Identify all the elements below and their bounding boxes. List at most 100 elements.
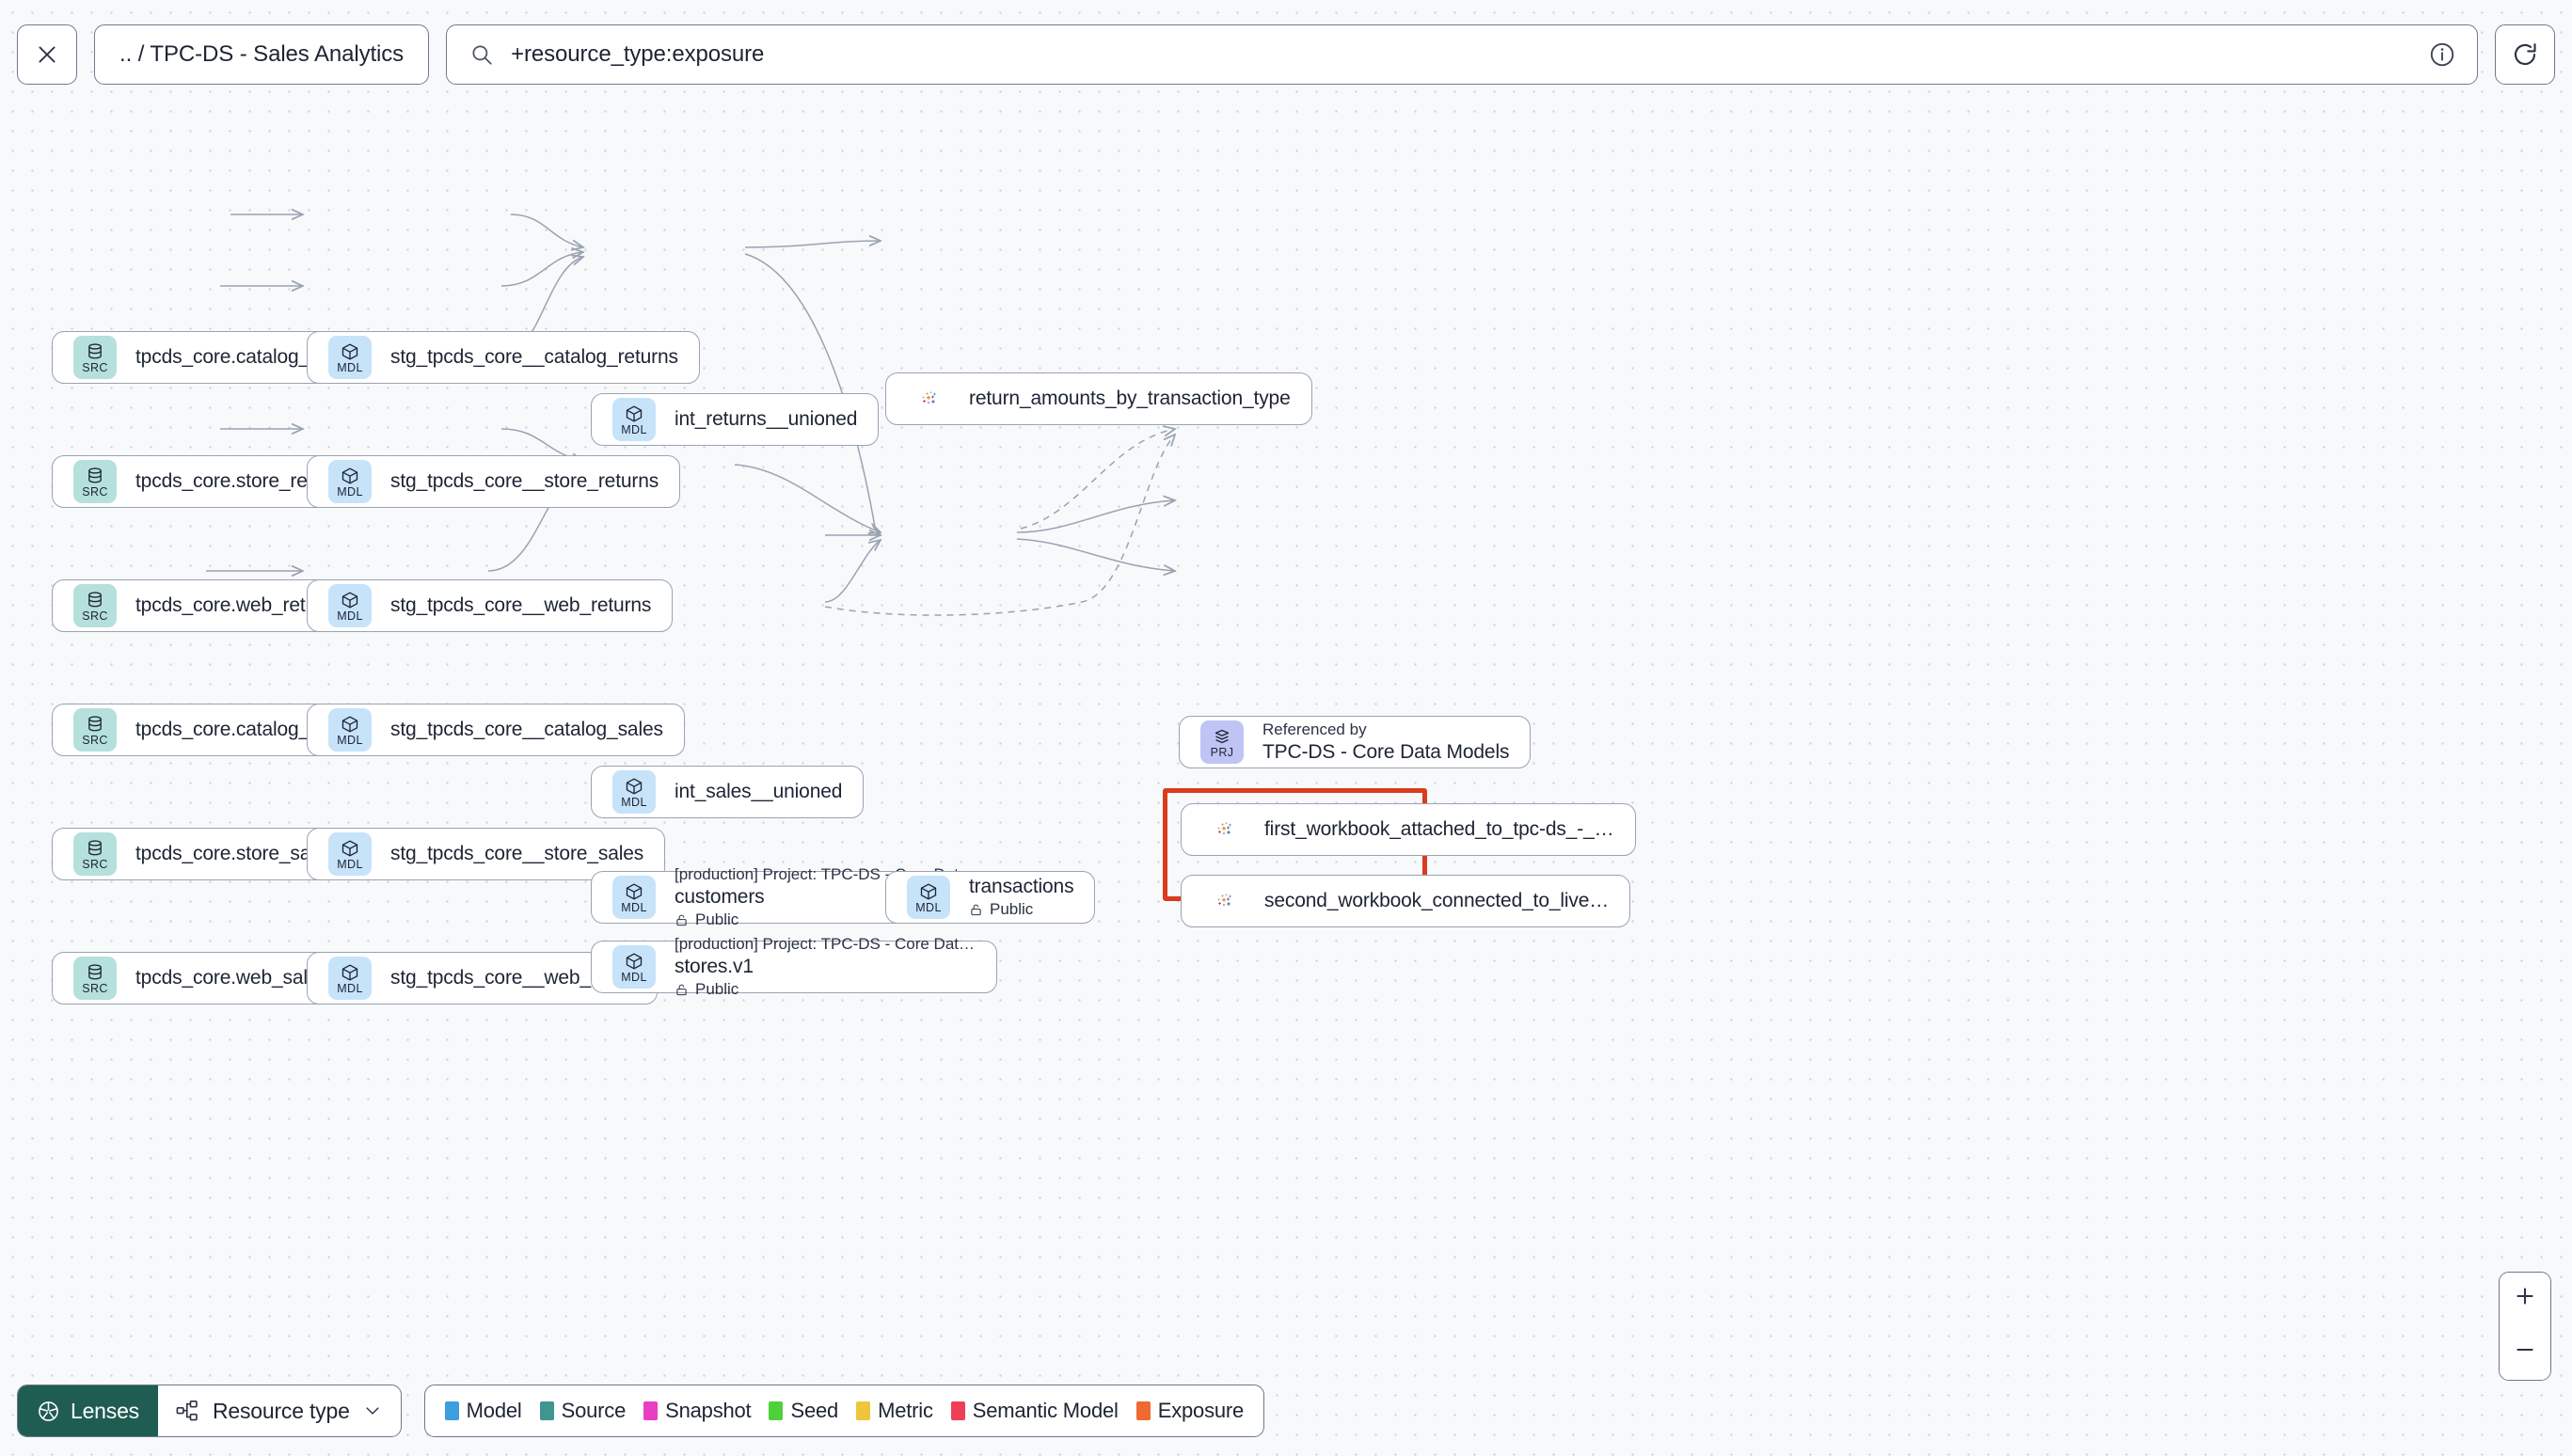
- graph-node-second_workbook[interactable]: second_workbook_connected_to_live…: [1181, 875, 1631, 927]
- legend-item-metric[interactable]: Metric: [856, 1399, 933, 1423]
- close-button[interactable]: [17, 24, 77, 85]
- lenses-button[interactable]: Lenses: [18, 1385, 158, 1436]
- breadcrumb[interactable]: .. / TPC-DS - Sales Analytics: [94, 24, 430, 85]
- legend-item-seed[interactable]: Seed: [769, 1399, 838, 1423]
- source-badge: SRC: [73, 708, 117, 752]
- legend-label: Model: [466, 1399, 522, 1422]
- zoom-out-button[interactable]: [2500, 1326, 2550, 1380]
- node-body: stg_tpcds_core__catalog_sales: [390, 719, 663, 741]
- legend-swatch: [444, 1401, 459, 1420]
- model-badge: MDL: [907, 876, 950, 919]
- source-badge: SRC: [73, 460, 117, 503]
- legend-swatch: [1135, 1401, 1151, 1420]
- model-badge: MDL: [328, 584, 372, 627]
- unlock-icon: [971, 904, 981, 915]
- legend-label: Source: [561, 1399, 627, 1422]
- graph-node-return_amounts[interactable]: return_amounts_by_transaction_type: [885, 372, 1312, 425]
- cube-icon: [341, 840, 358, 856]
- source-badge: SRC: [73, 336, 117, 379]
- resource-type-legend: Model Source Snapshot Seed Metric Semantic Mo…: [423, 1385, 1265, 1437]
- database-icon: [88, 591, 102, 607]
- graph-node-first_workbook[interactable]: first_workbook_attached_to_tpc-ds_-_…: [1181, 803, 1636, 856]
- refresh-button[interactable]: [2495, 24, 2555, 85]
- legend-swatch: [539, 1401, 554, 1420]
- node-body: tpcds_core.web_sales: [135, 967, 328, 989]
- model-badge: MDL: [612, 945, 656, 989]
- legend-label: Metric: [878, 1399, 933, 1422]
- model-badge: MDL: [612, 770, 656, 814]
- chevron-down-icon: [366, 1407, 379, 1415]
- legend-item-semantic-model[interactable]: Semantic Model: [950, 1399, 1119, 1423]
- aperture-icon: [39, 1401, 58, 1421]
- node-body: tpcds_core.catalog_sales: [135, 719, 356, 741]
- search-icon: [472, 45, 492, 65]
- graph-node-stores_v1[interactable]: MDL [production] Project: TPC-DS - Core D…: [591, 935, 997, 998]
- node-title: TPC-DS - Core Data Models: [1262, 741, 1510, 763]
- legend-item-exposure[interactable]: Exposure: [1135, 1399, 1244, 1423]
- legend-swatch: [769, 1401, 784, 1420]
- resource-type-dropdown[interactable]: Resource type: [158, 1385, 401, 1436]
- node-body: [production] Project: TPC-DS - Core Data…: [675, 865, 976, 929]
- model-badge: MDL: [612, 876, 656, 919]
- node-body: stg_tpcds_core__web_sales: [390, 967, 636, 989]
- bottom-toolbar: Lenses Resource type Model Source Snapshot…: [17, 1385, 1265, 1437]
- cube-icon: [341, 343, 358, 359]
- exposure-badge: [907, 377, 950, 420]
- database-icon: [88, 715, 102, 731]
- node-title: return_amounts_by_transaction_type: [969, 388, 1291, 409]
- project-icon: [1215, 729, 1230, 743]
- legend-swatch: [856, 1401, 871, 1420]
- cube-icon: [920, 883, 937, 899]
- project-badge: PRJ: [1200, 720, 1244, 764]
- node-body: tpcds_core.store_sales: [135, 843, 336, 865]
- node-body: Referenced by TPC-DS - Core Data Models: [1262, 720, 1509, 764]
- node-access-label: Public: [695, 980, 739, 998]
- exposure-badge: [1202, 879, 1246, 923]
- legend-label: Semantic Model: [972, 1399, 1119, 1422]
- legend-label: Seed: [790, 1399, 839, 1422]
- info-icon[interactable]: [2428, 40, 2456, 69]
- zoom-in-button[interactable]: [2500, 1273, 2550, 1326]
- node-title: tpcds_core.catalog_sales: [135, 719, 356, 740]
- node-title: stg_tpcds_core__catalog_sales: [390, 719, 663, 740]
- database-icon: [88, 963, 102, 979]
- node-title: tpcds_core.web_sales: [135, 967, 328, 989]
- search-bar[interactable]: [446, 24, 2478, 85]
- exposure-badge: [1202, 808, 1246, 851]
- node-body: transactions Public: [969, 876, 1074, 919]
- legend-item-source[interactable]: Source: [539, 1399, 627, 1423]
- legend-item-snapshot[interactable]: Snapshot: [643, 1399, 752, 1423]
- unlock-icon: [676, 914, 687, 926]
- model-badge: MDL: [328, 336, 372, 379]
- graph-node-transactions[interactable]: MDL transactions Public: [885, 871, 1096, 924]
- node-body: [production] Project: TPC-DS - Core Data…: [675, 935, 976, 999]
- minus-icon: [2516, 1348, 2533, 1351]
- lenses-control-group[interactable]: Lenses Resource type: [17, 1385, 402, 1437]
- database-icon: [88, 342, 102, 358]
- database-icon: [88, 839, 102, 855]
- lenses-label: Lenses: [71, 1398, 139, 1423]
- node-access: Public: [675, 910, 976, 929]
- node-body: int_returns__unioned: [675, 408, 857, 431]
- node-title: customers: [675, 886, 765, 908]
- source-badge: SRC: [73, 584, 117, 627]
- node-title: second_workbook_connected_to_live…: [1264, 890, 1610, 911]
- search-input[interactable]: [509, 40, 2413, 69]
- node-title: int_returns__unioned: [675, 408, 858, 430]
- node-title: first_workbook_attached_to_tpc-ds_-_…: [1264, 818, 1614, 840]
- node-subtitle: Referenced by: [1262, 720, 1367, 738]
- graph-node-referenced_by[interactable]: PRJ Referenced by TPC-DS - Core Data Model…: [1179, 716, 1532, 768]
- legend-item-model[interactable]: Model: [444, 1399, 522, 1423]
- legend-swatch: [950, 1401, 965, 1420]
- node-title: stg_tpcds_core__web_sales: [390, 967, 637, 989]
